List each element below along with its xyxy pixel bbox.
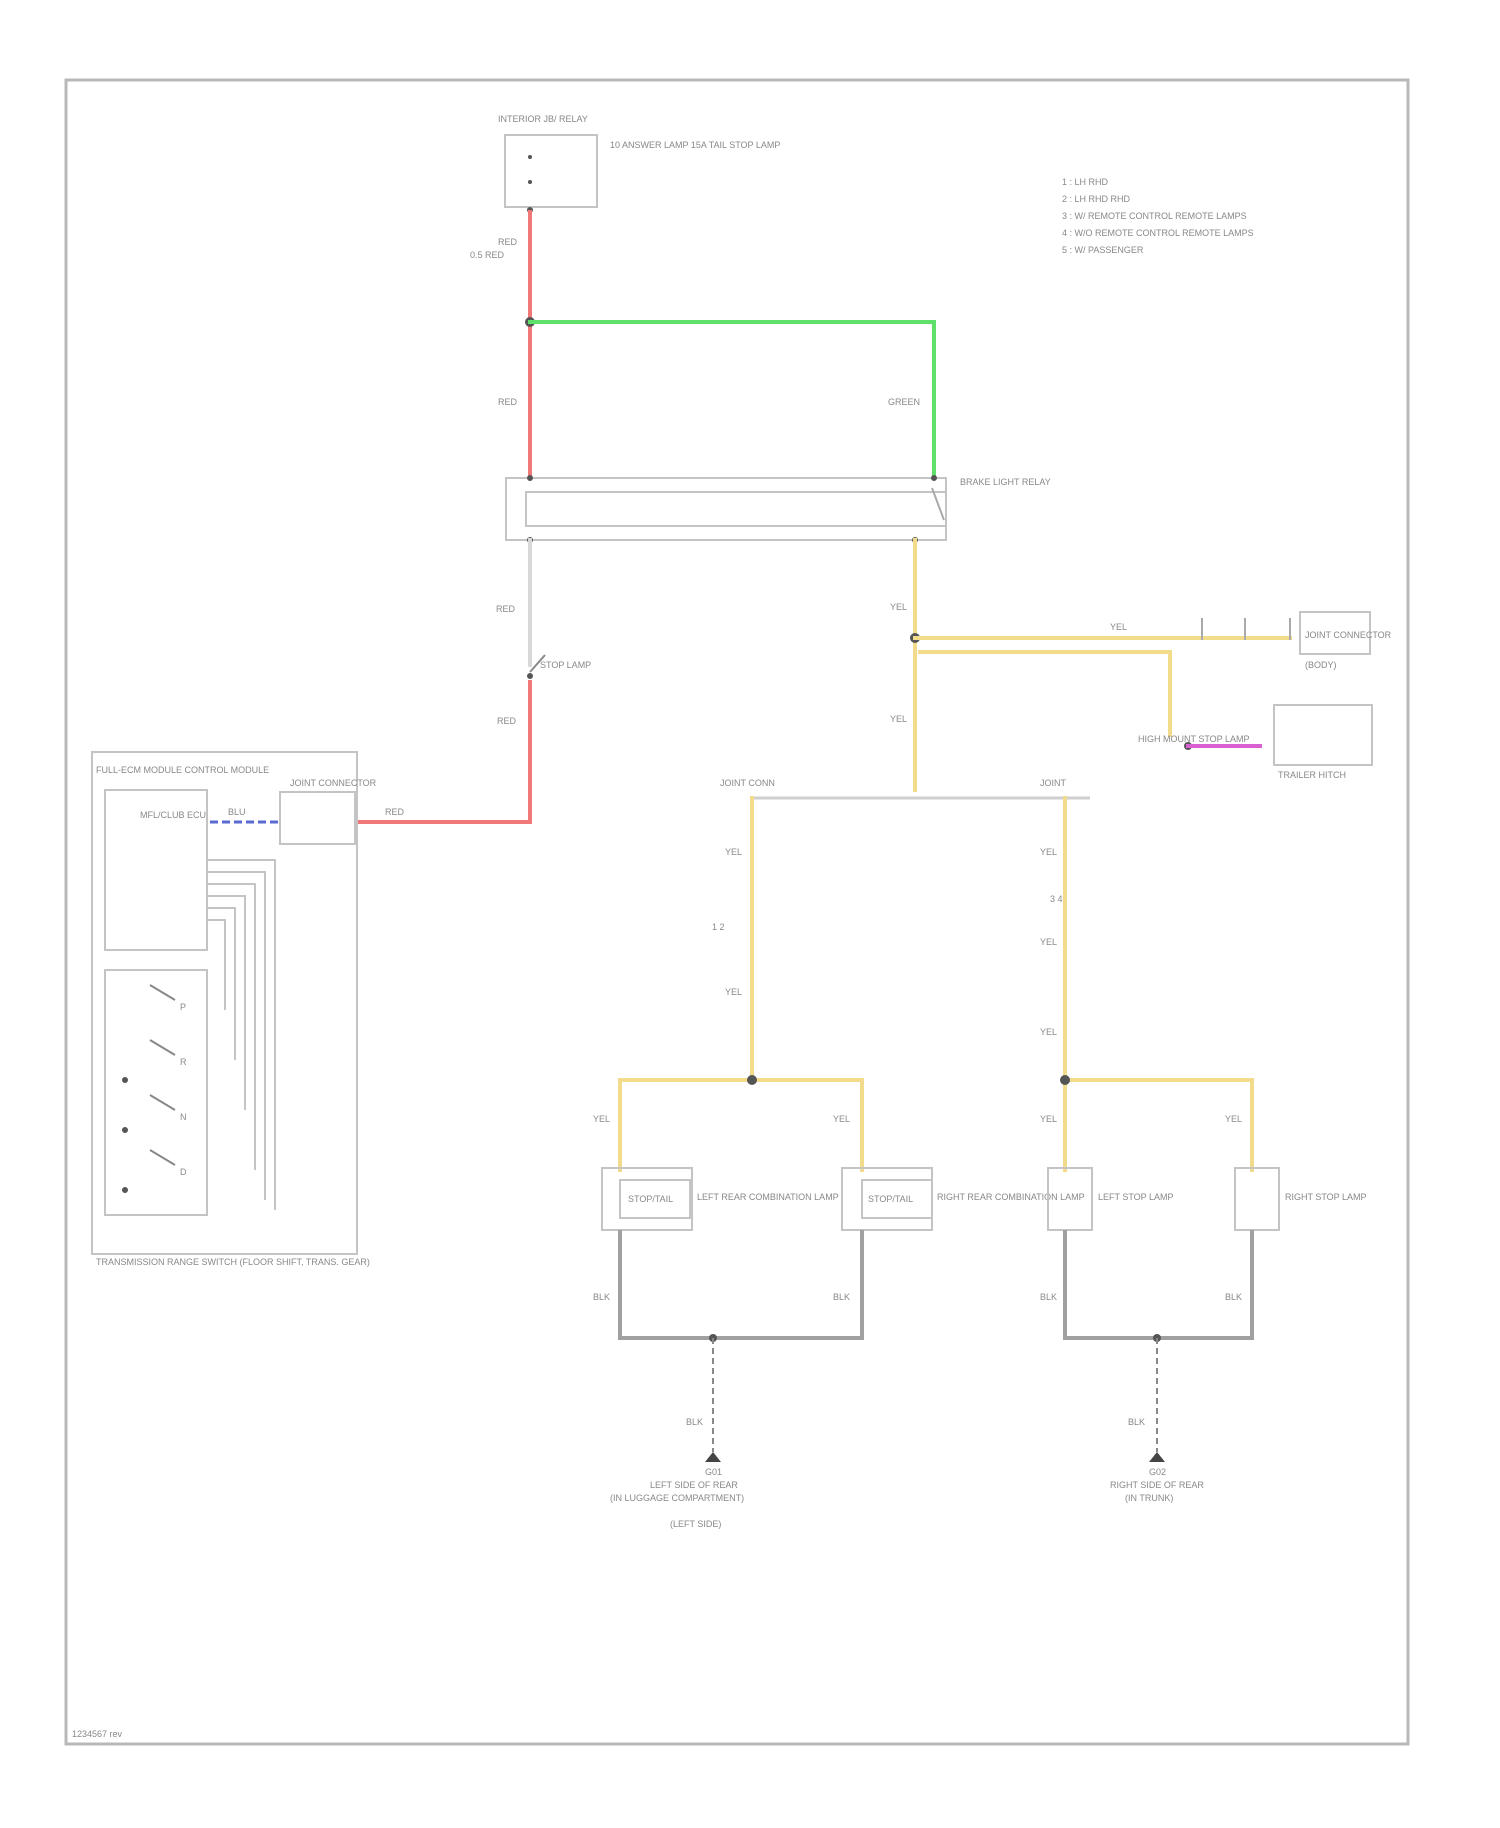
legend: 1 : LH RHD 2 : LH RHD RHD 3 : W/ REMOTE … <box>1062 177 1254 255</box>
joint-connector-top-sub: (BODY) <box>1305 660 1337 670</box>
lamp4-label: RIGHT STOP LAMP <box>1285 1192 1367 1202</box>
left-module-ecu: MFL/CLUB ECU <box>140 810 206 820</box>
gnd-right-name: G02 <box>1149 1467 1166 1477</box>
sw1-label: P <box>180 1002 186 1012</box>
splice-node-right-pair <box>1060 1075 1070 1085</box>
gnd-left-name: G01 <box>705 1467 722 1477</box>
brake-light-relay: BRAKE LIGHT RELAY <box>506 475 1051 543</box>
high-mount-stop-lamp-connector: HIGH MOUNT STOP LAMP TRAILER HITCH <box>1138 705 1372 780</box>
top-fuse-box-text: 10 ANSWER LAMP 15A TAIL STOP LAMP <box>610 140 780 150</box>
lamp2-label: RIGHT REAR COMBINATION LAMP <box>937 1192 1085 1202</box>
gnd-left-text2: (IN LUGGAGE COMPARTMENT) <box>610 1493 744 1503</box>
legend-item-1: 1 : LH RHD <box>1062 177 1109 187</box>
lamp-left-rear-combination: LEFT REAR COMBINATION LAMP STOP/TAIL <box>602 1168 839 1230</box>
lamp3-label: LEFT STOP LAMP <box>1098 1192 1174 1202</box>
gnd-wire-r2-label: BLK <box>1225 1292 1242 1302</box>
top-wire-label: RED <box>498 237 518 247</box>
splice-left-label: JOINT CONN <box>720 778 775 788</box>
sw-right-branch-label: 3 4 <box>1050 894 1063 904</box>
lamp1-label: LEFT REAR COMBINATION LAMP <box>697 1192 839 1202</box>
branch-left-mid-label: YEL <box>725 987 742 997</box>
gnd-wire-l2-label: BLK <box>833 1292 850 1302</box>
legend-item-4: 4 : W/O REMOTE CONTROL REMOTE LAMPS <box>1062 228 1254 238</box>
lamp-wire-l1-label: YEL <box>593 1114 610 1124</box>
connector-bottom-sub: TRAILER HITCH <box>1278 770 1346 780</box>
branch-right-low-label: YEL <box>1040 1027 1057 1037</box>
yellow-mid-label: YEL <box>890 714 907 724</box>
ground-symbol-icon <box>705 1452 721 1462</box>
legend-item-3: 3 : W/ REMOTE CONTROL REMOTE LAMPS <box>1062 211 1247 221</box>
left-module-wire-label: BLU <box>228 807 246 817</box>
gnd-left-text3: (LEFT SIDE) <box>670 1519 721 1529</box>
branch-left-top-label: YEL <box>725 847 742 857</box>
wire-yellow-left-pair <box>620 1080 862 1170</box>
wire-yellow-right-pair <box>1065 1080 1252 1170</box>
right-branch-wire-label: YEL <box>1110 622 1127 632</box>
gnd-wire-r1-label: BLK <box>1040 1292 1057 1302</box>
left-module-footer: TRANSMISSION RANGE SWITCH (FLOOR SHIFT, … <box>96 1257 370 1267</box>
relay-label: BRAKE LIGHT RELAY <box>960 477 1051 487</box>
lamp-wire-r1-label: YEL <box>1040 1114 1057 1124</box>
splice-right-label: JOINT <box>1040 778 1067 788</box>
red-lower-wire-label: RED <box>497 716 517 726</box>
gnd-right-text1: RIGHT SIDE OF REAR <box>1110 1480 1204 1490</box>
left-module-conn: JOINT CONNECTOR <box>290 778 377 788</box>
wire-gray-right-ground <box>1065 1232 1252 1338</box>
lamp-wire-l2-label: YEL <box>833 1114 850 1124</box>
joint-connector-top-label: JOINT CONNECTOR <box>1305 630 1392 640</box>
ground-symbol-icon <box>1149 1452 1165 1462</box>
splice-node-left-pair <box>747 1075 757 1085</box>
top-wire-size-label: 0.5 RED <box>470 250 505 260</box>
sw-left-branch-label: 1 2 <box>712 922 725 932</box>
branch-right-top-label: YEL <box>1040 847 1057 857</box>
left-control-module: FULL-ECM MODULE CONTROL MODULE MFL/CLUB … <box>92 752 405 1267</box>
legend-item-5: 5 : W/ PASSENGER <box>1062 245 1144 255</box>
stop-lamp-switch-label: STOP LAMP <box>540 660 591 670</box>
wire-yellow-right-lower <box>920 652 1170 735</box>
lamp1-sub: STOP/TAIL <box>628 1194 673 1204</box>
green-wire-label: GREEN <box>888 397 920 407</box>
branch-right-mid-label: YEL <box>1040 937 1057 947</box>
sw4-label: D <box>180 1167 187 1177</box>
wire-green <box>530 322 934 478</box>
joint-connector-top: JOINT CONNECTOR (BODY) <box>1202 612 1392 670</box>
gnd-right-wire-label: BLK <box>1128 1417 1145 1427</box>
legend-item-2: 2 : LH RHD RHD <box>1062 194 1131 204</box>
left-module-wire2-label: RED <box>385 807 405 817</box>
gnd-wire-l1-label: BLK <box>593 1292 610 1302</box>
yellow-top-label: YEL <box>890 602 907 612</box>
sw2-label: R <box>180 1057 187 1067</box>
connector-bottom-label: HIGH MOUNT STOP LAMP <box>1138 734 1250 744</box>
gnd-left-text1: LEFT SIDE OF REAR <box>650 1480 738 1490</box>
lamp2-sub: STOP/TAIL <box>868 1194 913 1204</box>
lamp-wire-r2-label: YEL <box>1225 1114 1242 1124</box>
wire-gray-left-ground <box>620 1232 862 1338</box>
footer-code: 1234567 rev <box>72 1729 123 1739</box>
red-wire-mid-label: RED <box>498 397 518 407</box>
sw3-label: N <box>180 1112 187 1122</box>
wire-below-relay-label: RED <box>496 604 516 614</box>
top-fuse-box: INTERIOR JB/ RELAY 10 ANSWER LAMP 15A TA… <box>498 114 780 213</box>
gnd-left-wire-label: BLK <box>686 1417 703 1427</box>
lamp-right-stop: RIGHT STOP LAMP <box>1235 1168 1367 1230</box>
wire-red-lower <box>360 682 530 822</box>
top-fuse-box-title: INTERIOR JB/ RELAY <box>498 114 588 124</box>
left-module-title: FULL-ECM MODULE CONTROL MODULE <box>96 765 269 775</box>
gnd-right-text2: (IN TRUNK) <box>1125 1493 1173 1503</box>
stop-lamp-switch: STOP LAMP <box>527 655 591 679</box>
